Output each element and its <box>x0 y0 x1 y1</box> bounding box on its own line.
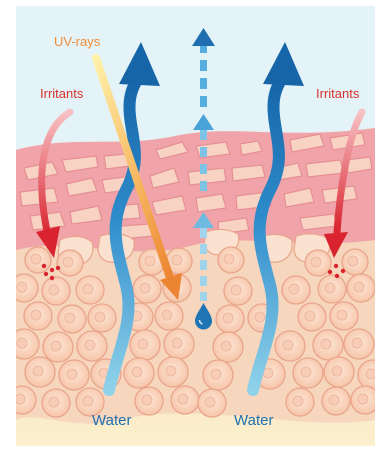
cell-nucleus <box>145 256 155 266</box>
cell-nucleus <box>63 257 73 267</box>
cell-nucleus <box>221 341 231 351</box>
cell-nucleus <box>223 313 233 323</box>
cell-nucleus <box>83 396 93 406</box>
cell-nucleus <box>358 394 368 404</box>
cell-nucleus <box>321 339 331 349</box>
cell-nucleus <box>325 283 335 293</box>
cell-nucleus <box>83 284 93 294</box>
cell-nucleus <box>132 367 142 377</box>
cell-nucleus <box>205 397 215 407</box>
cell-nucleus <box>329 395 339 405</box>
cell-nucleus <box>332 366 342 376</box>
cell-nucleus <box>31 254 41 264</box>
cell-nucleus <box>172 338 182 348</box>
cell-nucleus <box>178 394 188 404</box>
uv-rays-label: UV-rays <box>54 34 101 49</box>
irritants-label-right: Irritants <box>316 86 360 101</box>
cell-nucleus <box>283 340 293 350</box>
cell-nucleus <box>311 257 321 267</box>
cell-nucleus <box>255 312 265 322</box>
cell-nucleus <box>352 338 362 348</box>
cell-nucleus <box>305 311 315 321</box>
cell-nucleus <box>293 396 303 406</box>
cell-nucleus <box>348 256 358 266</box>
irritants-label-left: Irritants <box>40 86 84 101</box>
cell-nucleus <box>33 366 43 376</box>
cell-nucleus <box>49 285 59 295</box>
cell-nucleus <box>231 285 241 295</box>
cell-nucleus <box>140 283 150 293</box>
cell-nucleus <box>49 397 59 407</box>
cell-nucleus <box>337 310 347 320</box>
cell-nucleus <box>95 312 105 322</box>
cell-nucleus <box>301 367 311 377</box>
cell-nucleus <box>354 282 364 292</box>
cell-nucleus <box>211 369 221 379</box>
cell-nucleus <box>17 282 27 292</box>
cell-nucleus <box>142 395 152 405</box>
cell-nucleus <box>289 284 299 294</box>
cell-nucleus <box>65 313 75 323</box>
cell-nucleus <box>366 369 376 379</box>
cell-nucleus <box>51 341 61 351</box>
cell-nucleus <box>224 254 234 264</box>
water-label-right: Water <box>234 412 273 429</box>
water-label-left: Water <box>92 412 131 429</box>
cell-nucleus <box>67 369 77 379</box>
cell-nucleus <box>17 338 27 348</box>
cell-nucleus <box>172 255 182 265</box>
cell-nucleus <box>162 310 172 320</box>
cell-nucleus <box>138 339 148 349</box>
cell-nucleus <box>15 394 25 404</box>
cell-nucleus <box>85 340 95 350</box>
cell-nucleus <box>31 310 41 320</box>
cell-nucleus <box>166 366 176 376</box>
